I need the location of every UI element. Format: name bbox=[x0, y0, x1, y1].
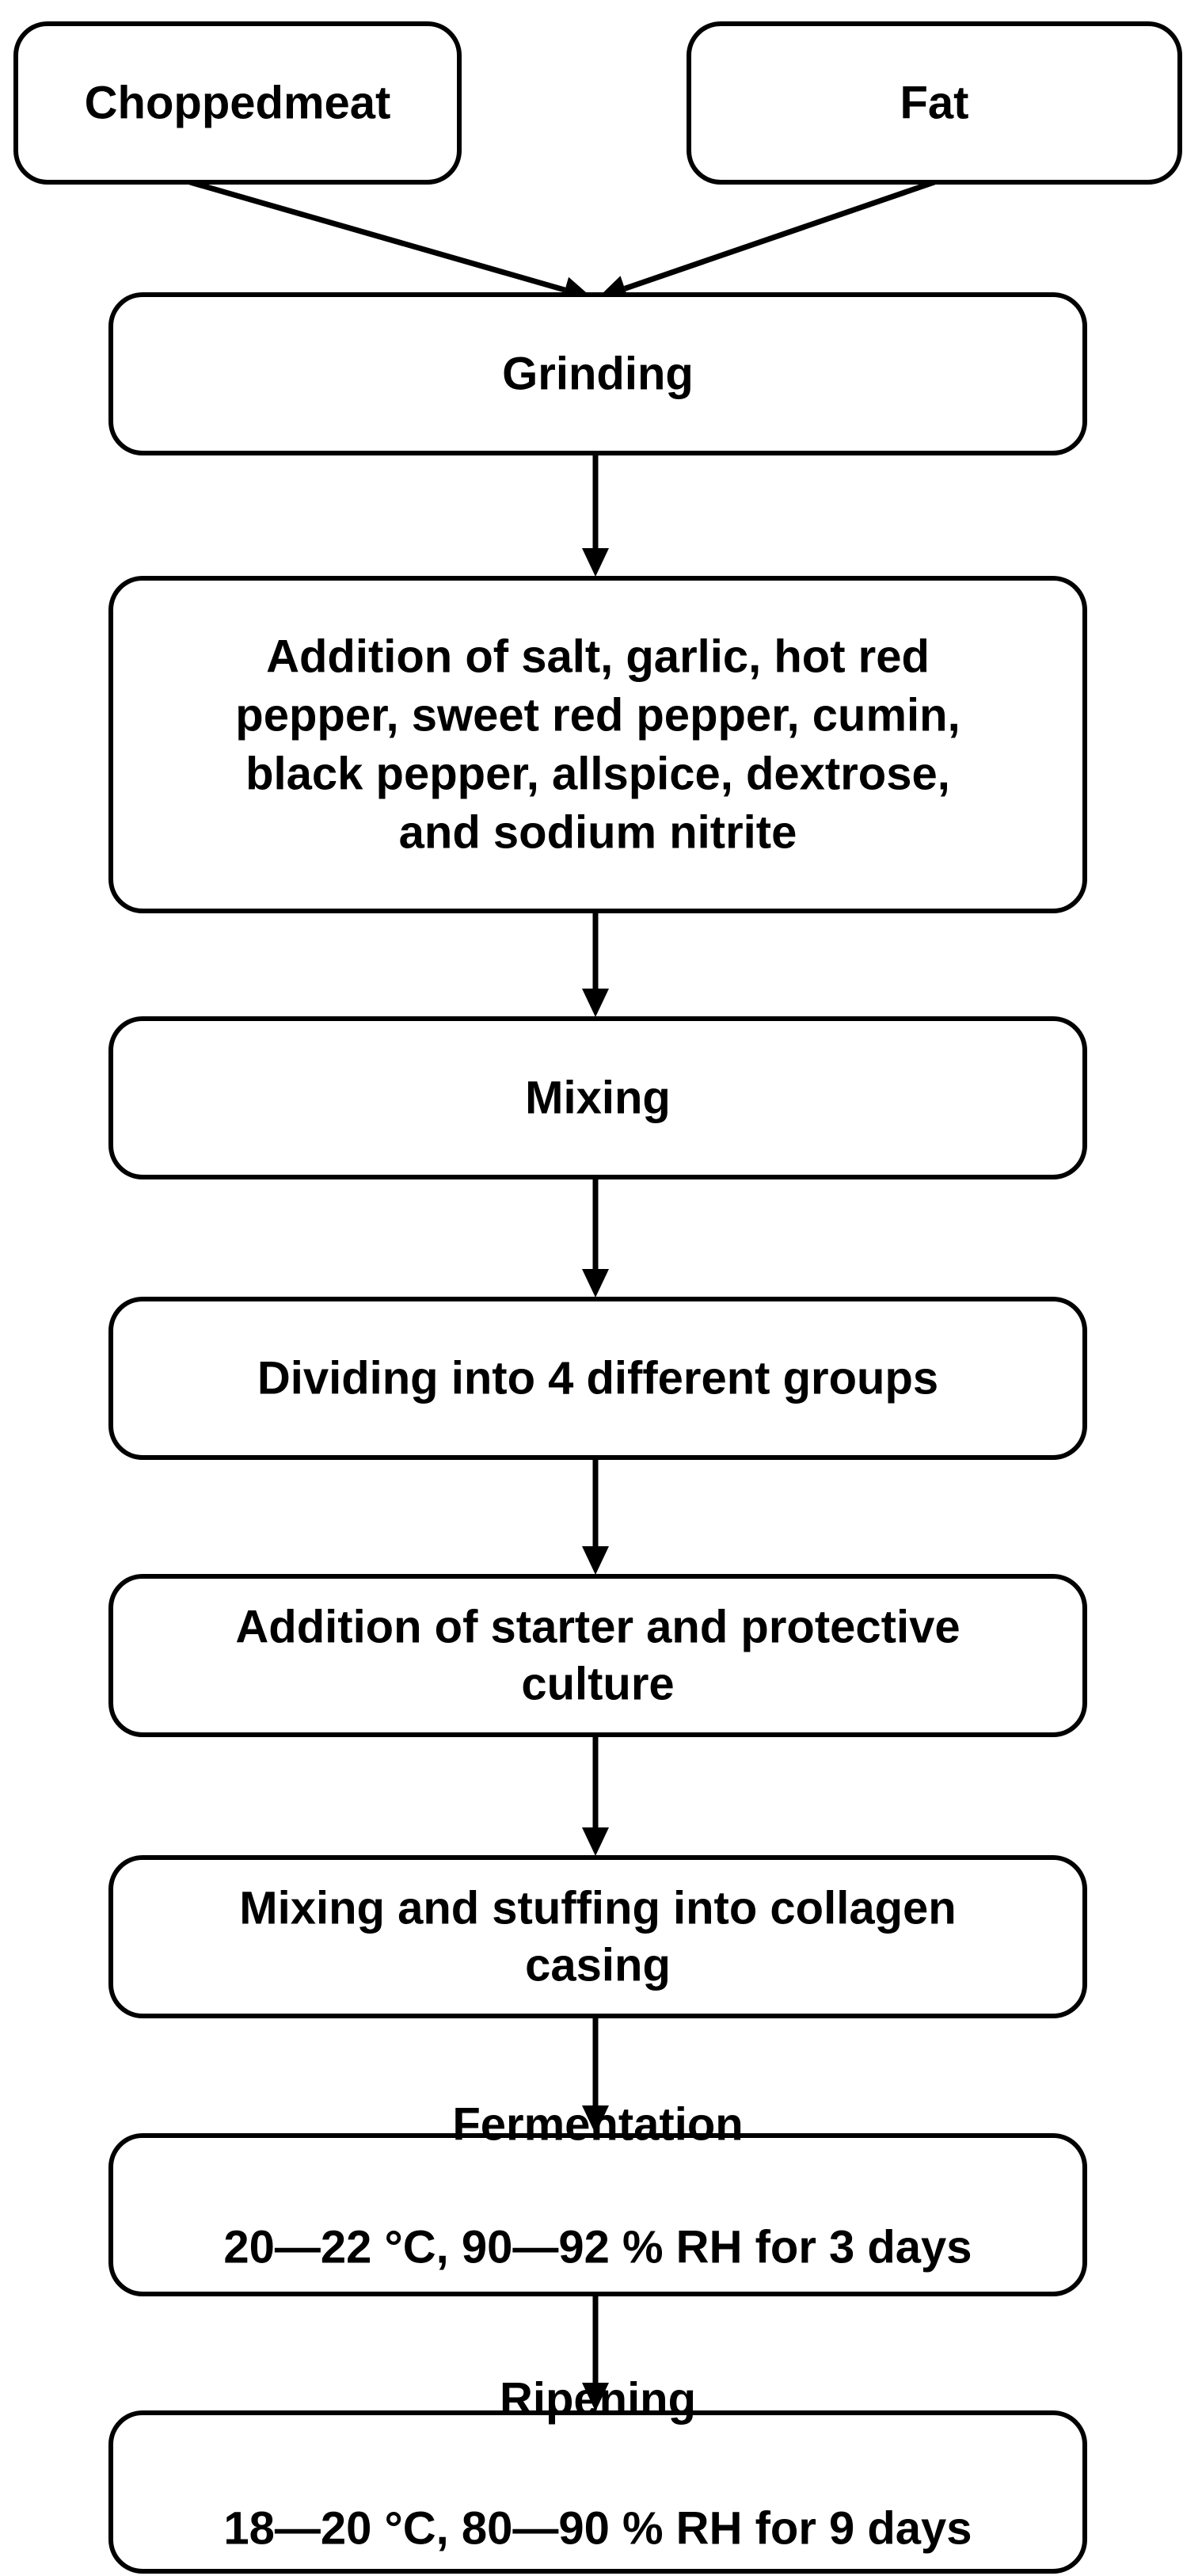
node-label-line: and sodium nitrite bbox=[399, 806, 797, 858]
node-label-line: pepper, sweet red pepper, cumin, bbox=[235, 689, 960, 741]
arrow-head bbox=[582, 1546, 609, 1575]
node-label-line: Fat bbox=[900, 77, 969, 128]
node-label-line: Addition of starter and protective bbox=[235, 1601, 960, 1652]
node-box bbox=[108, 1855, 1087, 2018]
node-addition-starter: Addition of starter and protective cultur… bbox=[108, 1574, 1087, 1737]
node-box bbox=[108, 1297, 1087, 1460]
node-label-line: 18—20 °C, 80—90 % RH for 9 days bbox=[223, 2502, 972, 2554]
node-label-line: culture bbox=[521, 1658, 674, 1709]
arrow-addition-starter-to-mixing-stuffing bbox=[582, 1735, 609, 1856]
arrow-shaft bbox=[623, 179, 936, 292]
node-mixing: Mixing bbox=[108, 1016, 1087, 1179]
node-box bbox=[108, 576, 1087, 913]
node-box bbox=[13, 21, 462, 185]
arrow-grinding-to-addition-spices bbox=[582, 453, 609, 577]
node-label-line: Addition of salt, garlic, hot red bbox=[266, 631, 930, 682]
arrow-mixing-stuffing-to-fermentation bbox=[582, 2016, 609, 2134]
node-label-line: Dividing into 4 different groups bbox=[257, 1352, 938, 1404]
node-ripening: Ripening 18—20 °C, 80—90 % RH for 9 days bbox=[108, 2373, 1087, 2574]
node-label-line: 20—22 °C, 90—92 % RH for 3 days bbox=[223, 2221, 972, 2273]
node-label-line: Grinding bbox=[502, 348, 694, 399]
arrow-head bbox=[582, 2383, 609, 2411]
arrow-head bbox=[582, 989, 609, 1017]
node-label-line: Mixing and stuffing into collagen bbox=[239, 1882, 956, 1934]
node-chopped-meat: Choppedmeat bbox=[13, 21, 462, 185]
node-addition-spices: Addition of salt, garlic, hot red pepper,… bbox=[108, 576, 1087, 913]
node-box bbox=[108, 2410, 1087, 2574]
node-label-line: Ripening bbox=[500, 2373, 696, 2425]
node-dividing: Dividing into 4 different groups bbox=[108, 1297, 1087, 1460]
arrow-head bbox=[582, 1269, 609, 1298]
node-box bbox=[108, 2133, 1087, 2296]
arrow-fat-to-grinding bbox=[598, 179, 936, 302]
node-label-line: Mixing bbox=[525, 1072, 671, 1123]
arrow-head bbox=[582, 1827, 609, 1856]
node-label-line: black pepper, allspice, dextrose, bbox=[245, 748, 950, 799]
arrow-dividing-to-addition-starter bbox=[582, 1458, 609, 1575]
arrow-chopped-meat-to-grinding bbox=[189, 179, 592, 303]
node-fat: Fat bbox=[687, 21, 1182, 185]
node-fermentation: Fermentation 20—22 °C, 90—92 % RH for 3 d… bbox=[108, 2098, 1087, 2296]
arrow-mixing-to-dividing bbox=[582, 1177, 609, 1298]
node-box bbox=[108, 1574, 1087, 1737]
arrow-shaft bbox=[189, 179, 566, 293]
node-label-line: casing bbox=[525, 1939, 671, 1991]
node-box bbox=[108, 292, 1087, 455]
node-grinding: Grinding bbox=[108, 292, 1087, 455]
node-label-line: Fermentation bbox=[452, 2098, 743, 2150]
node-box bbox=[108, 1016, 1087, 1179]
node-box bbox=[687, 21, 1182, 185]
arrow-head bbox=[582, 2105, 609, 2134]
node-label-line: Choppedmeat bbox=[85, 77, 391, 128]
arrow-addition-spices-to-mixing bbox=[582, 911, 609, 1017]
arrow-fermentation-to-ripening bbox=[582, 2294, 609, 2411]
edges-layer bbox=[189, 179, 936, 2411]
arrow-head bbox=[582, 548, 609, 577]
